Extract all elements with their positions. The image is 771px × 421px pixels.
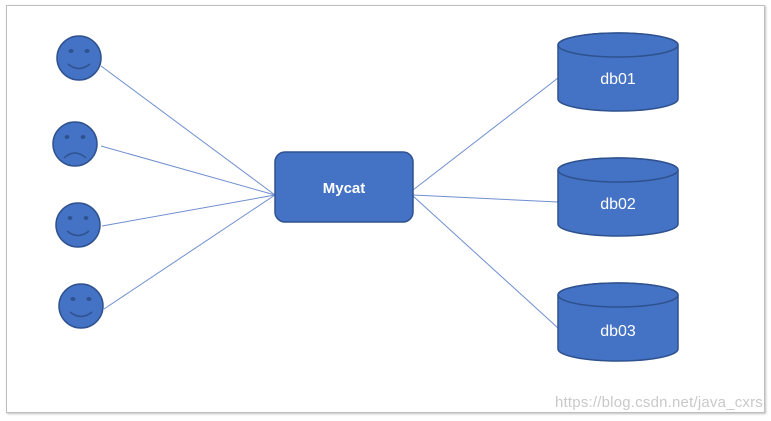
mycat-label: Mycat: [323, 180, 366, 197]
connector-client-3: [101, 194, 276, 227]
db01-cylinder-icon: db01: [557, 32, 679, 112]
db02-label: db02: [600, 196, 636, 213]
db02-cylinder-icon: db02: [557, 157, 679, 237]
db03-label: db03: [600, 323, 636, 340]
client-4-face-icon: [58, 283, 104, 329]
watermark-text: https://blog.csdn.net/java_cxrs: [555, 394, 763, 411]
connector-db03: [412, 195, 559, 329]
client-1-face-icon: [56, 35, 102, 81]
client-3-face-icon: [55, 202, 101, 248]
connector-client-4: [103, 194, 276, 310]
connector-client-1: [100, 65, 276, 196]
connector-client-2: [100, 145, 276, 196]
mycat-node: Mycat: [274, 151, 414, 223]
connector-db01: [412, 77, 559, 191]
db01-label: db01: [600, 71, 636, 88]
connector-db02: [412, 194, 559, 203]
client-connectors: [100, 65, 276, 310]
client-2-face-icon: [52, 121, 98, 167]
db-connectors: [412, 77, 559, 329]
db03-cylinder-icon: db03: [557, 282, 679, 362]
